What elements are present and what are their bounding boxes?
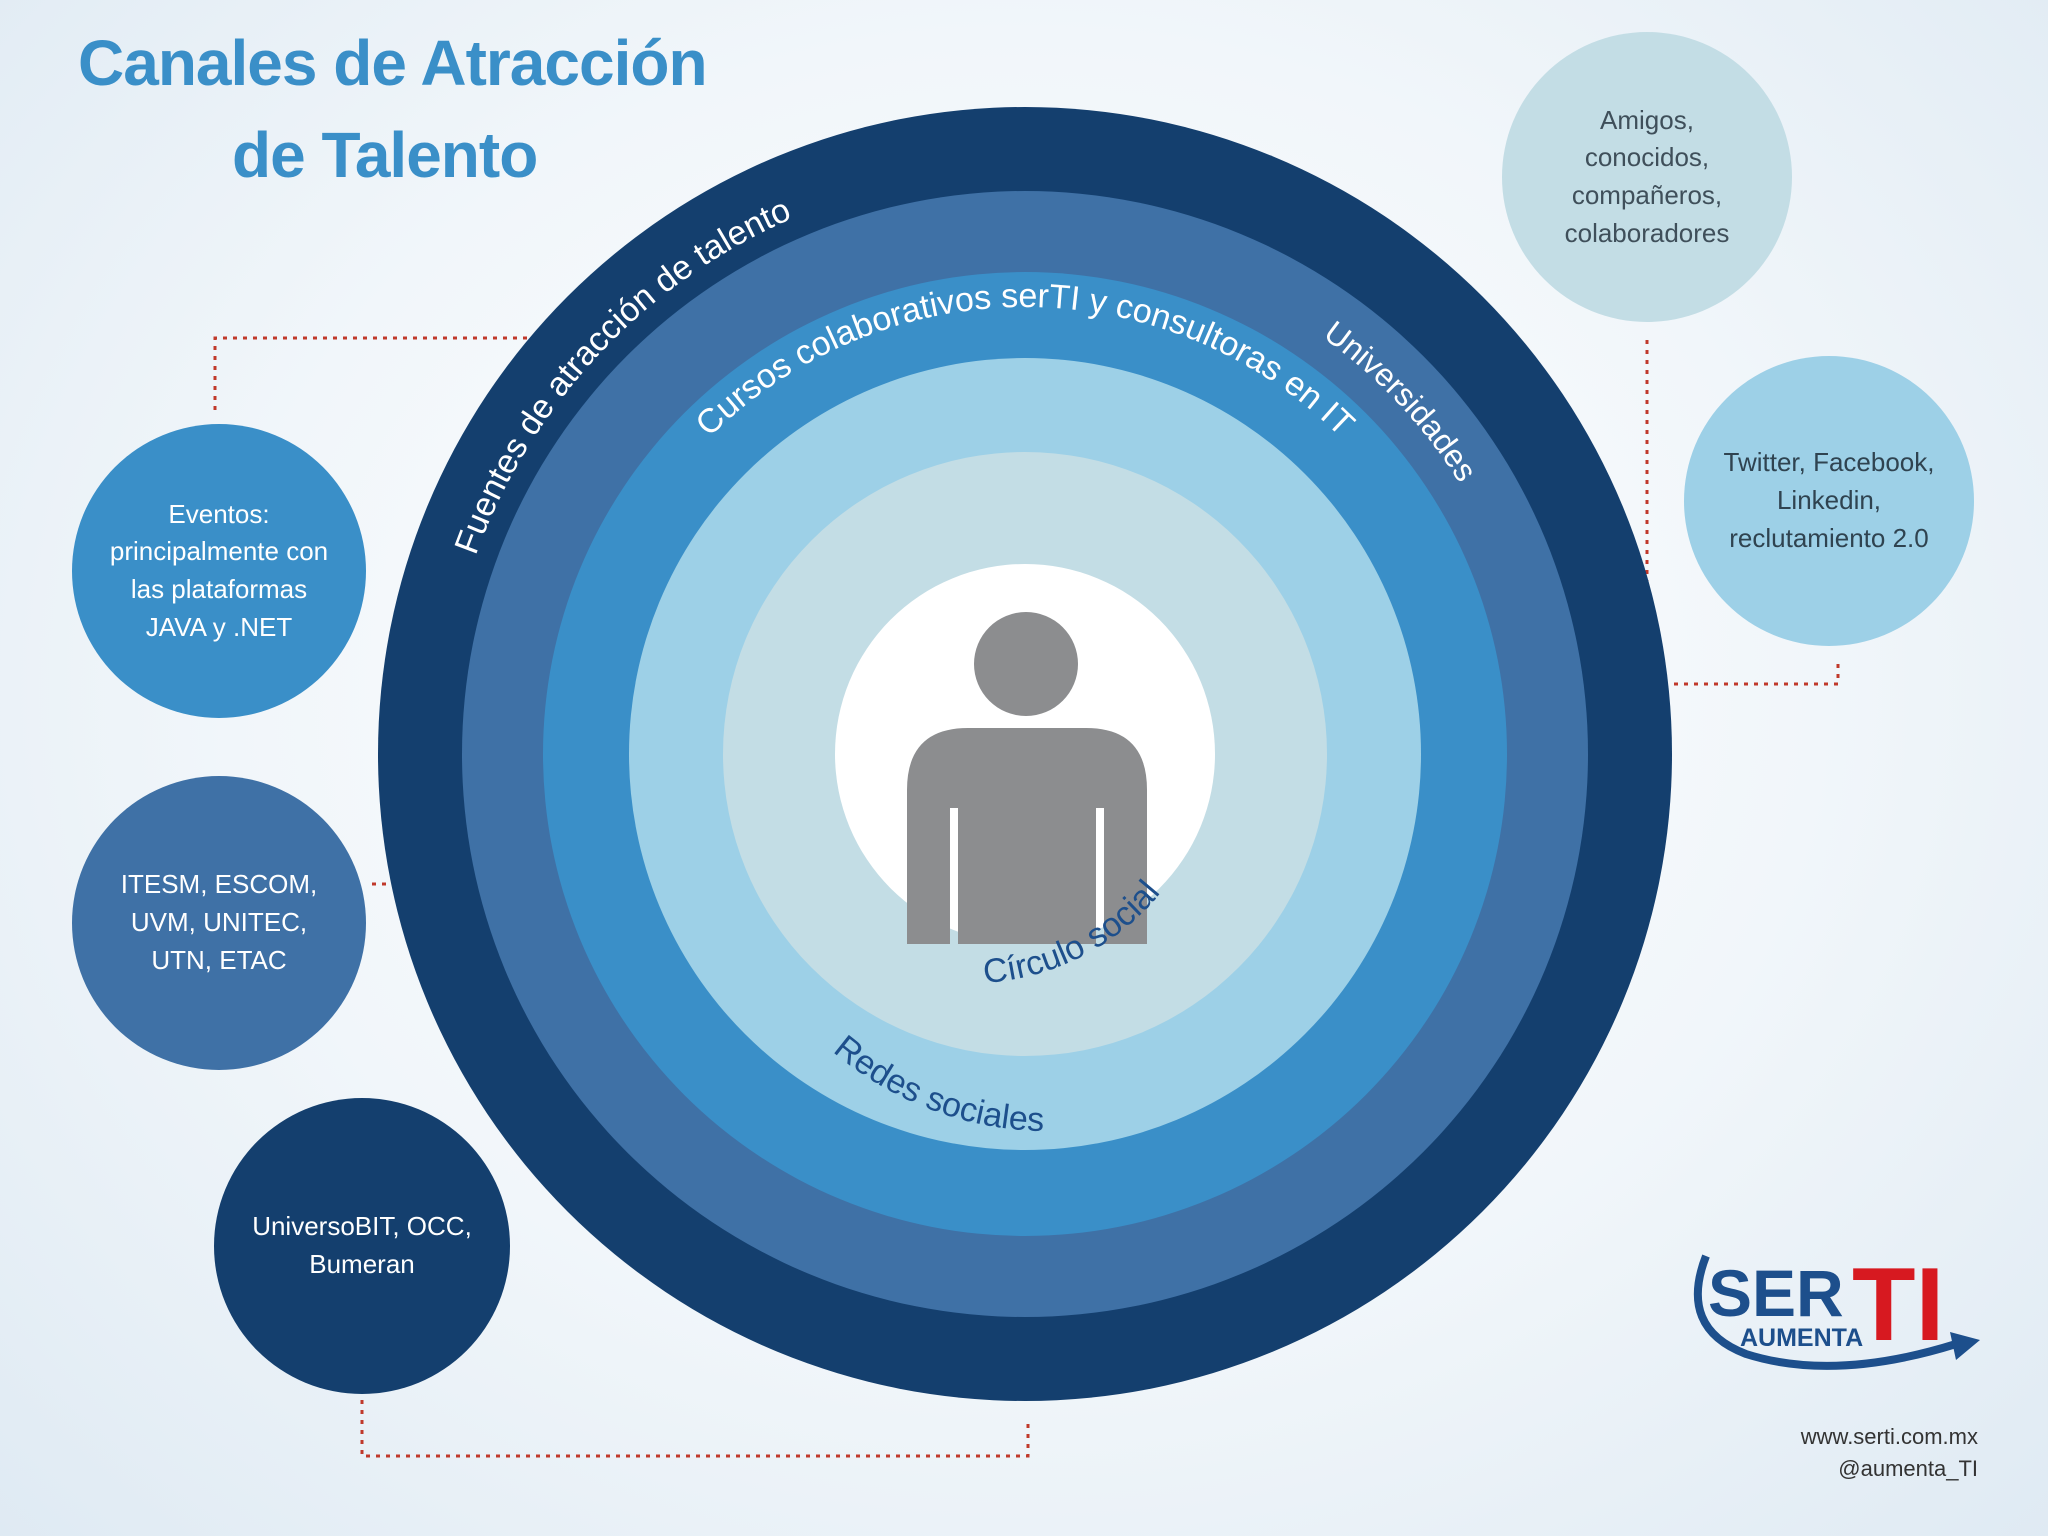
callout-circulo-social: Amigos, conocidos, compañeros, colaborad… [1502,32,1792,322]
callout-universidades: ITESM, ESCOM, UVM, UNITEC, UTN, ETAC [72,776,366,1070]
callout-redes-sociales: Twitter, Facebook, Linkedin, reclutamien… [1684,356,1974,646]
callout-fuentes: UniversoBIT, OCC, Bumeran [214,1098,510,1394]
title-line-1: Canales de Atracción [78,27,708,99]
callout-cursos: Eventos: principalmente con las platafor… [72,424,366,718]
footer-website[interactable]: www.serti.com.mx [1800,1424,1978,1449]
callout-cursos-text: Eventos: principalmente con las platafor… [109,498,329,642]
callout-universidades-text: ITESM, ESCOM, UVM, UNITEC, UTN, ETAC [120,869,318,975]
callout-fuentes-text: UniversoBIT, OCC, Bumeran [252,1211,472,1279]
callout-redes-sociales-text: Twitter, Facebook, Linkedin, reclutamien… [1723,447,1935,553]
title-line-2: de Talento [232,119,538,191]
person-icon [907,612,1147,944]
logo-swoosh [1694,1254,1958,1370]
logo-ser: SER [1708,1256,1844,1330]
callout-circulo-social-text: Amigos, conocidos, compañeros, colaborad… [1564,104,1730,248]
logo-arrow-icon [1950,1332,1980,1360]
serti-logo: SER TI AUMENTA [1694,1247,1980,1370]
logo-ti: TI [1852,1247,1944,1363]
logo-aumenta: AUMENTA [1740,1324,1863,1352]
footer-twitter-handle[interactable]: @aumenta_TI [1838,1456,1978,1481]
